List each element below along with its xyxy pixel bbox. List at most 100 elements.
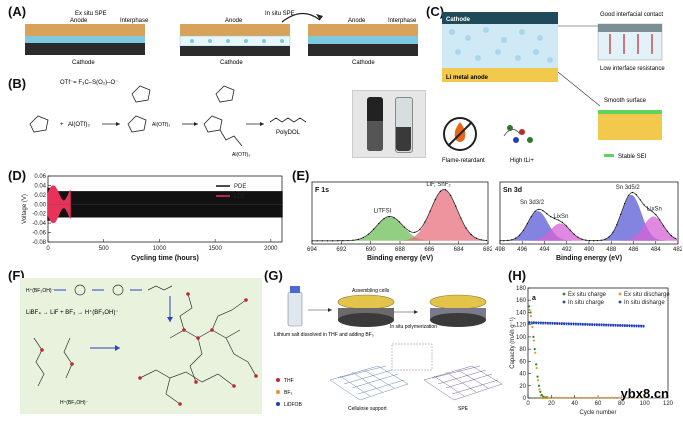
inset-label: a — [532, 295, 536, 302]
assembling-label: Assembling cells — [352, 288, 390, 294]
svg-text:Anode: Anode — [348, 18, 366, 24]
ex-situ-discharge-point — [621, 396, 624, 399]
triflate-label: OTf⁻= F₃C–S(O₂)–O⁻ — [60, 80, 118, 86]
in-situ-anode-label: Anode — [225, 18, 243, 24]
in-situ-discharge-point — [591, 324, 593, 326]
panel-label-e: (E) — [292, 168, 310, 183]
x-tick-label: 80 — [618, 401, 625, 407]
cellulose-label: Cellulose support — [348, 406, 387, 412]
ex-situ-charge-point — [529, 311, 532, 314]
in-situ-discharge-point — [579, 323, 582, 326]
ex-situ-title: Ex situ SPE — [75, 11, 107, 17]
ex-situ-discharge-point — [551, 396, 554, 399]
ex-situ-discharge-point — [569, 396, 571, 399]
vial-right-liquid — [396, 127, 411, 151]
panel-g-schematic: Lithium salt dissolved in THF and adding… — [274, 286, 503, 412]
legend-pde-label: PDE — [234, 184, 246, 190]
x-tick-label: 684 — [454, 247, 465, 253]
x-tick-label: 120 — [663, 401, 674, 407]
panel-label-h: (H) — [508, 268, 527, 283]
legend-swatch — [562, 292, 566, 296]
ex-situ-discharge-point — [632, 396, 634, 399]
in-situ-discharge-point — [614, 325, 617, 327]
ex-situ-discharge-point — [529, 315, 533, 318]
y-tick-label: 100 — [516, 335, 527, 341]
reaction-1: LiBF₄ → LiF + BF₃ → H⁺(BF₃OH)⁻ — [26, 309, 119, 316]
ex-situ-discharge-point — [532, 339, 535, 342]
branched-polymer — [139, 293, 257, 405]
x-tick-label: 2000 — [264, 246, 278, 252]
peak-0 — [500, 211, 678, 241]
in-situ-discharge-point — [549, 323, 551, 325]
bottle — [287, 291, 303, 327]
x-tick-label: 1500 — [208, 246, 222, 252]
x-tick-label: 20 — [548, 401, 555, 407]
ex-situ-discharge-point — [555, 396, 557, 399]
panel-label-a: (A) — [8, 4, 27, 19]
in-situ-discharge-point — [570, 323, 572, 326]
in-situ-discharge-point — [633, 325, 635, 328]
ex-situ-discharge-point — [565, 396, 568, 399]
ex-situ-discharge-point — [593, 396, 596, 399]
in-situ-discharge-point — [575, 323, 577, 326]
peak-1 — [312, 189, 488, 241]
peak-1 — [500, 223, 678, 241]
in-situ-discharge-point — [551, 323, 554, 325]
in-situ-discharge-point — [572, 323, 575, 326]
vials-photo — [352, 90, 426, 158]
cell-top-right — [429, 294, 487, 310]
x-axis-label: Binding energy (eV) — [367, 255, 433, 262]
sn52-label: Sn 3d5/2 — [616, 185, 641, 191]
ex-situ-charge-point — [530, 322, 534, 325]
in-situ-discharge-point — [535, 322, 537, 325]
legend-swatch — [562, 300, 566, 304]
svg-text:+: + — [60, 122, 64, 128]
in-situ-discharge-point — [619, 325, 621, 327]
ex-situ-discharge-point — [548, 396, 550, 399]
ex-situ-charge-point — [535, 363, 538, 366]
ex-situ-discharge-point — [579, 396, 582, 399]
in-situ-discharge-point — [610, 324, 612, 327]
in-situ-discharge-point — [565, 323, 568, 326]
peak-2 — [500, 194, 678, 241]
in-situ-discharge-point — [626, 325, 628, 328]
ex-situ-discharge-point — [618, 396, 620, 399]
legend-label: In situ disharge — [624, 300, 665, 306]
y-tick-label: -0.06 — [32, 231, 46, 237]
ex-situ-discharge-point — [572, 396, 575, 399]
y-tick-label: 180 — [516, 286, 527, 292]
in-situ-discharge-point — [600, 324, 603, 327]
in-situ-discharge-point — [589, 324, 591, 326]
smooth-zoom — [598, 110, 662, 140]
x-tick-label: 60 — [595, 401, 602, 407]
polydol-label: PolyDOL — [276, 130, 301, 136]
ex-situ-discharge-point — [642, 396, 645, 399]
anode-layer — [442, 68, 558, 82]
low-resistance-label: Low interface resistance — [600, 66, 665, 72]
svg-text:H⁺(BF₃OH)⁻: H⁺(BF₃OH)⁻ — [60, 400, 89, 406]
svg-text:Interphase: Interphase — [388, 18, 417, 24]
y-tick-label: 120 — [516, 323, 527, 329]
in-situ-title: In situ SPE — [265, 11, 295, 17]
ex-situ-discharge-point — [583, 396, 585, 399]
ex-situ-discharge-point — [597, 396, 599, 399]
x-tick-label: 486 — [628, 247, 639, 253]
ex-situ-anode-label: Anode — [70, 18, 88, 24]
spe-label: SPE — [458, 406, 469, 412]
in-situ-discharge-point — [533, 322, 535, 325]
in-situ-discharge-point — [605, 324, 607, 327]
in-situ-cathode-label: Cathode — [220, 60, 243, 66]
in-situ-discharge-point — [584, 324, 586, 326]
electrolyte-layer — [442, 24, 558, 68]
in-situ-discharge-point — [542, 322, 544, 325]
in-situ-discharge-point — [554, 323, 556, 325]
f1s-title: F 1s — [315, 187, 329, 194]
ex-situ-cathode-label: Cathode — [72, 60, 95, 66]
data-points — [499, 191, 676, 242]
ex-situ-discharge-point — [528, 308, 531, 312]
y-tick-label: -0.04 — [32, 221, 46, 227]
in-situ-discharge-point — [547, 322, 549, 325]
